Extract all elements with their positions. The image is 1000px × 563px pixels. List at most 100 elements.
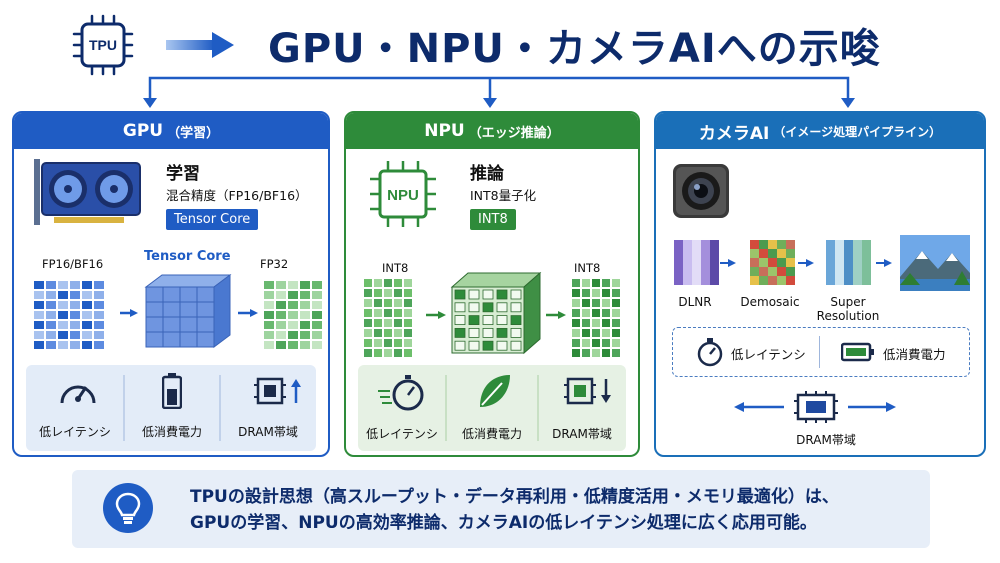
npu-cube-cell xyxy=(455,303,465,312)
camera-panel-header: カメラAI （イメージ処理パイプライン） xyxy=(656,113,984,149)
matrix-cell xyxy=(394,279,402,287)
matrix-cell xyxy=(374,279,382,287)
matrix-cell xyxy=(602,299,610,307)
matrix-cell xyxy=(592,329,600,337)
matrix-cell xyxy=(300,341,310,349)
pipeline-tile-cell xyxy=(835,249,844,258)
pipeline-tile-cell xyxy=(759,276,768,285)
matrix-cell xyxy=(58,311,68,319)
matrix-cell xyxy=(602,319,610,327)
matrix-cell xyxy=(582,329,590,337)
pipeline-tile-cell xyxy=(844,240,853,249)
npu-panel: NPU （エッジ推論） NPU 推論 INT8量子化 INT8 INT8 INT… xyxy=(344,111,640,457)
matrix-cell xyxy=(70,321,80,329)
npu-badge: INT8 xyxy=(470,209,516,230)
matrix-cell xyxy=(374,349,382,357)
pipeline-tile-cell xyxy=(844,276,853,285)
gpu-metric-latency: 低レイテンシ xyxy=(26,423,124,440)
matrix-cell xyxy=(58,281,68,289)
matrix-cell xyxy=(384,289,392,297)
matrix-cell xyxy=(612,289,620,297)
page-title: GPU・NPU・カメラAIへの示唆 xyxy=(268,16,881,74)
matrix-cell xyxy=(46,321,56,329)
matrix-cell xyxy=(70,291,80,299)
camera-metric-power: 低消費電力 xyxy=(883,344,946,363)
pipeline-tile-cell xyxy=(692,249,701,258)
pipeline-tile-cell xyxy=(750,249,759,258)
pipeline-tile-cell xyxy=(674,276,683,285)
summary-text: TPUの設計思想（高スループット・データ再利用・低精度活用・メモリ最適化）は、 … xyxy=(190,484,839,536)
matrix-cell xyxy=(312,341,322,349)
pipeline-tile-cell xyxy=(777,249,786,258)
gpu-metrics-strip: 低レイテンシ 低消費電力 DRAM帯域 xyxy=(26,365,316,451)
matrix-cell xyxy=(404,349,412,357)
matrix-cell xyxy=(82,311,92,319)
npu-metric-dram: DRAM帯域 xyxy=(538,425,626,442)
matrix-cell xyxy=(94,281,104,289)
npu-heading: 推論 xyxy=(470,159,504,184)
matrix-cell xyxy=(70,311,80,319)
matrix-cell xyxy=(384,299,392,307)
npu-header-main: NPU xyxy=(424,121,465,141)
pipeline-tile-cell xyxy=(759,267,768,276)
matrix-cell xyxy=(602,289,610,297)
matrix-cell xyxy=(364,349,372,357)
matrix-cell xyxy=(276,311,286,319)
pipeline-tile-cell xyxy=(710,258,719,267)
matrix-cell xyxy=(312,281,322,289)
matrix-cell xyxy=(276,331,286,339)
matrix-cell xyxy=(46,291,56,299)
dram-down-icon xyxy=(562,375,612,411)
matrix-cell xyxy=(288,301,298,309)
tpu-chip-icon: TPU xyxy=(72,14,134,76)
matrix-cell xyxy=(582,339,590,347)
matrix-cell xyxy=(94,301,104,309)
matrix-cell xyxy=(70,281,80,289)
pipeline-tile-cell xyxy=(674,258,683,267)
npu-cube-cell xyxy=(511,341,521,350)
pipeline-tile-cell xyxy=(777,258,786,267)
camera-header-main: カメラAI xyxy=(699,119,769,144)
matrix-cell xyxy=(404,329,412,337)
pipeline-tile-cell xyxy=(853,276,862,285)
matrix-cell xyxy=(276,301,286,309)
matrix-cell xyxy=(602,279,610,287)
pipeline-tile-cell xyxy=(710,249,719,258)
tpu-label: TPU xyxy=(89,37,117,53)
npu-cube-cell xyxy=(455,341,465,350)
matrix-cell xyxy=(264,331,274,339)
matrix-cell xyxy=(364,309,372,317)
matrix-cell xyxy=(94,341,104,349)
step-demosaic: Demosaic xyxy=(738,295,802,309)
matrix-cell xyxy=(300,291,310,299)
pipeline-tile-cell xyxy=(674,249,683,258)
pipeline-tile-cell xyxy=(835,267,844,276)
pipeline-tile-cell xyxy=(683,249,692,258)
pipeline-tile-cell xyxy=(826,249,835,258)
matrix-cell xyxy=(582,279,590,287)
pipeline-tile-cell xyxy=(786,258,795,267)
camera-dram-label: DRAM帯域 xyxy=(776,431,876,448)
gpu-subtext: 混合精度（FP16/BF16） xyxy=(166,185,308,204)
npu-cube-cell xyxy=(511,290,521,299)
pipeline-tile-cell xyxy=(826,276,835,285)
gpu-core-label: Tensor Core xyxy=(144,249,231,264)
matrix-cell xyxy=(34,321,44,329)
pipeline-tile-cell xyxy=(835,276,844,285)
matrix-cell xyxy=(300,311,310,319)
pipeline-tile-cell xyxy=(701,276,710,285)
matrix-cell xyxy=(264,281,274,289)
matrix-cell xyxy=(46,341,56,349)
npu-cube-cell xyxy=(469,316,479,325)
camera-icon xyxy=(672,163,730,223)
matrix-cell xyxy=(572,299,580,307)
matrix-cell xyxy=(312,301,322,309)
pipeline-tile-cell xyxy=(759,240,768,249)
matrix-cell xyxy=(602,309,610,317)
npu-cube-cell xyxy=(497,341,507,350)
npu-cube-cell xyxy=(511,303,521,312)
matrix-cell xyxy=(374,319,382,327)
pipeline-tile-cell xyxy=(759,249,768,258)
pipeline-tile-cell xyxy=(768,276,777,285)
pipeline-tile-cell xyxy=(853,267,862,276)
